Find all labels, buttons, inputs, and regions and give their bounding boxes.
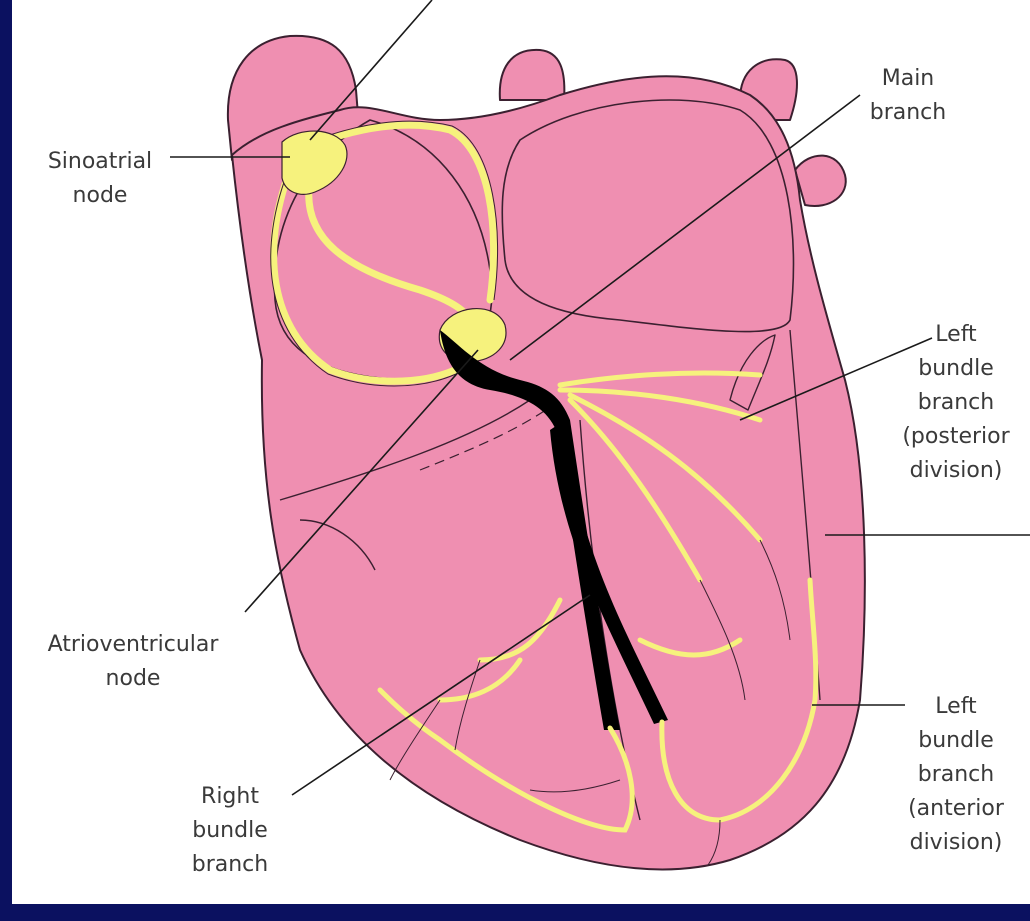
label-line: (anterior [882, 792, 1030, 826]
label-line: branch [848, 96, 968, 130]
label-line: Atrioventricular [18, 628, 248, 662]
label-line: Left [882, 690, 1030, 724]
label-line: branch [882, 758, 1030, 792]
label-line: Left [882, 318, 1030, 352]
aorta [500, 50, 565, 100]
label-main-branch: Main branch [848, 62, 968, 130]
pulmonary-vessel-lower [795, 156, 846, 206]
label-line: (posterior [882, 420, 1030, 454]
label-atrioventricular-node: Atrioventricular node [18, 628, 248, 696]
label-line: Main [848, 62, 968, 96]
label-line: node [18, 662, 248, 696]
label-line: bundle [882, 352, 1030, 386]
label-left-bundle-posterior: Left bundle branch (posterior division) [882, 318, 1030, 488]
label-line: Sinoatrial [25, 145, 175, 179]
label-line: node [25, 179, 175, 213]
label-right-bundle-branch: Right bundle branch [160, 780, 300, 882]
label-left-bundle-anterior: Left bundle branch (anterior division) [882, 690, 1030, 860]
label-line: branch [160, 848, 300, 882]
label-line: bundle [160, 814, 300, 848]
label-sinoatrial-node: Sinoatrial node [25, 145, 175, 213]
label-line: Right [160, 780, 300, 814]
label-line: bundle [882, 724, 1030, 758]
heart-body [232, 76, 865, 869]
label-line: branch [882, 386, 1030, 420]
label-line: division) [882, 826, 1030, 860]
label-line: division) [882, 454, 1030, 488]
